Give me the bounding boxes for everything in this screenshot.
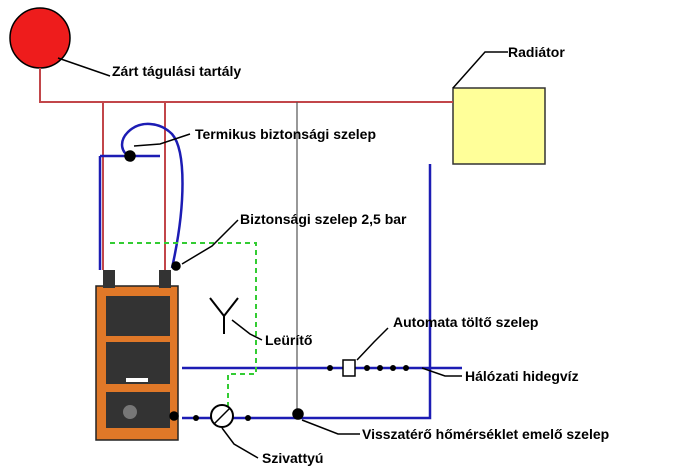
drain-valve-icon (209, 297, 239, 334)
flow-pipes (39, 68, 453, 270)
thermal-safety-valve-icon (124, 150, 136, 162)
boiler-connection-icon (169, 411, 179, 421)
control-line-dashed (110, 242, 257, 406)
leader-lines (57, 51, 508, 459)
label-radiator: Radiátor (508, 44, 565, 60)
label-thermal-safety-valve: Termikus biztonsági szelep (195, 126, 376, 142)
label-pump: Szivattyú (262, 450, 323, 466)
radiator (452, 87, 546, 165)
label-auto-fill-valve: Automata töltő szelep (393, 314, 538, 330)
label-mains-cold-water: Hálózati hidegvíz (465, 368, 579, 384)
return-temperature-valve-icon (292, 408, 304, 420)
label-expansion-vessel: Zárt tágulási tartály (112, 63, 241, 79)
label-drain: Leürítő (265, 332, 312, 348)
label-return-temperature-valve: Visszatérő hőmérséklet emelő szelep (362, 426, 609, 442)
return-pipes (98, 122, 462, 420)
pump-icon (193, 404, 251, 428)
auto-fill-valve-icon (327, 359, 409, 377)
safety-valve-icon (171, 261, 181, 271)
label-safety-valve: Biztonsági szelep 2,5 bar (240, 211, 407, 227)
boiler (95, 270, 179, 441)
